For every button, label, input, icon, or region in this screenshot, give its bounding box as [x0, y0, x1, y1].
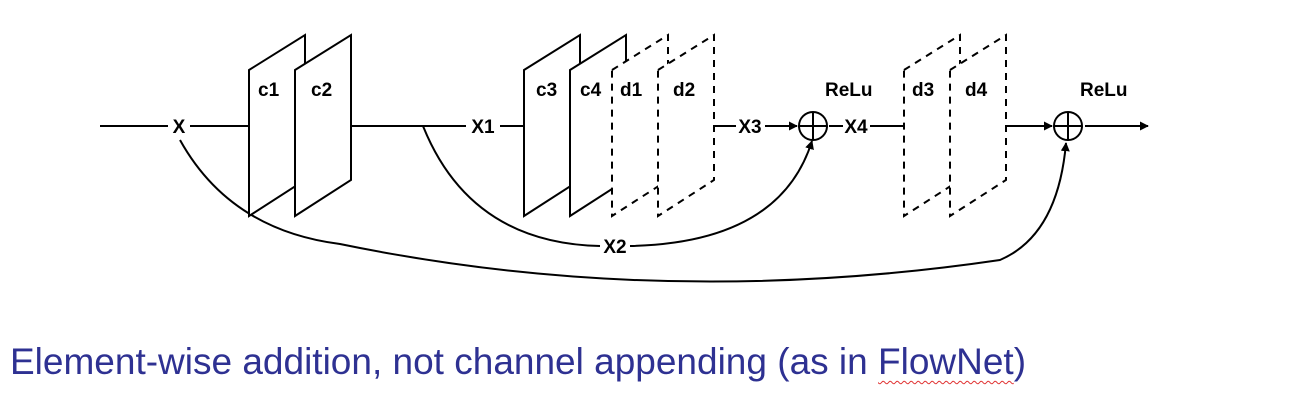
label-relu-1: ReLu — [825, 80, 873, 101]
label-x: X — [173, 117, 186, 138]
layer-c2 — [294, 33, 352, 218]
label-d4: d4 — [965, 80, 988, 101]
label-c1: c1 — [258, 80, 280, 101]
caption-suffix: ) — [1013, 341, 1027, 382]
layer-d4 — [949, 33, 1007, 218]
caption: Element-wise addition, not channel appen… — [10, 340, 1026, 384]
residual-block-diagram: c1 c2 c3 c4 d1 d2 d3 d4 ReLu ReLu X X1 X… — [100, 33, 1149, 283]
x2-skip-curve-left — [422, 125, 601, 247]
label-d1: d1 — [620, 80, 643, 101]
label-relu-2: ReLu — [1080, 80, 1128, 101]
label-d3: d3 — [912, 80, 934, 101]
label-x3: X3 — [738, 117, 761, 138]
label-x2: X2 — [603, 237, 626, 258]
label-c3: c3 — [536, 80, 557, 101]
label-d2: d2 — [673, 80, 695, 101]
caption-prefix: Element-wise addition, not channel appen… — [10, 341, 879, 382]
x-long-skip-curve — [179, 139, 1070, 283]
x2-skip-curve-right — [629, 140, 814, 247]
label-x4: X4 — [844, 117, 868, 138]
caption-flownet: FlowNet — [878, 341, 1014, 382]
label-c2: c2 — [311, 80, 332, 101]
label-x1: X1 — [471, 117, 495, 138]
label-c4: c4 — [580, 80, 602, 101]
layer-d2 — [657, 33, 715, 218]
